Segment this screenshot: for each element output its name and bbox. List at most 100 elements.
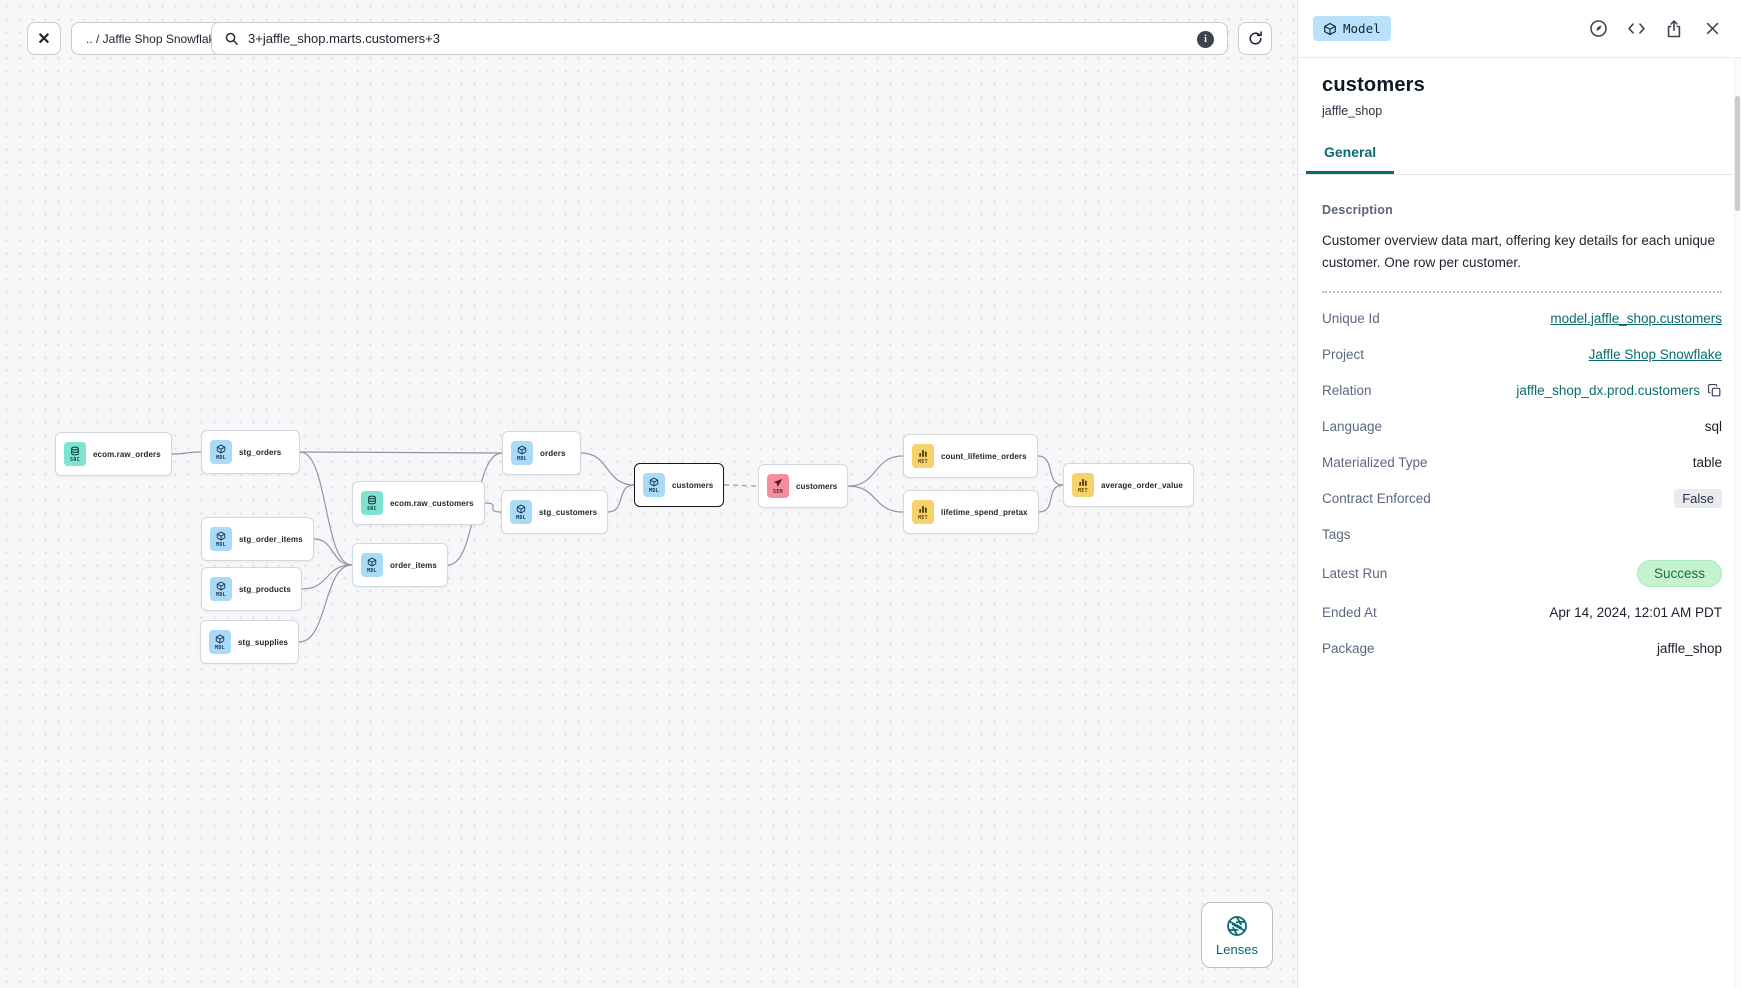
graph-node-mdl-stg_order_items[interactable]: MDL stg_order_items <box>201 517 314 561</box>
panel-scrollbar <box>1734 58 1741 988</box>
search-input[interactable] <box>248 31 1187 46</box>
description-label: Description <box>1322 203 1393 217</box>
copy-icon[interactable] <box>1707 383 1722 398</box>
graph-edge <box>1038 484 1064 513</box>
view-code-button[interactable] <box>1625 18 1647 40</box>
page-title: customers <box>1322 74 1425 96</box>
package-subtitle: jaffle_shop <box>1322 104 1383 118</box>
graph-edge <box>847 455 904 487</box>
graph-edge <box>580 452 635 486</box>
scrollbar-thumb[interactable] <box>1735 96 1740 211</box>
resource-type-label: Model <box>1343 21 1381 36</box>
node-label: order_items <box>390 560 437 570</box>
refresh-button[interactable] <box>1238 22 1272 55</box>
field-label: Contract Enforced <box>1322 490 1431 506</box>
field-row-tags: Tags <box>1322 524 1722 545</box>
graph-edge <box>301 564 353 590</box>
field-label: Unique Id <box>1322 310 1380 326</box>
lenses-aperture-icon <box>1227 915 1247 936</box>
close-lineage-button[interactable]: ✕ <box>27 22 61 55</box>
field-row-contract-enforced: Contract Enforced False <box>1322 488 1722 509</box>
tab-general[interactable]: General <box>1306 144 1395 174</box>
graph-edge <box>607 484 635 513</box>
node-label: customers <box>796 481 838 491</box>
field-value-link[interactable]: model.jaffle_shop.customers <box>1550 310 1722 326</box>
graph-edge <box>298 564 353 643</box>
share-button[interactable] <box>1663 18 1685 40</box>
search-icon <box>225 32 238 45</box>
relation-value: jaffle_shop_dx.prod.customers <box>1516 382 1700 398</box>
src-type-icon: SRC <box>64 442 86 466</box>
graph-node-met-lifetime_spend_pretax[interactable]: MET lifetime_spend_pretax <box>903 490 1039 534</box>
info-icon[interactable]: i <box>1197 31 1214 48</box>
mdl-type-icon: MDL <box>511 441 533 465</box>
mdl-type-icon: MDL <box>361 553 383 577</box>
graph-edge <box>299 451 353 566</box>
compass-icon <box>1589 20 1607 37</box>
node-label: stg_supplies <box>238 637 289 647</box>
field-value-relation: jaffle_shop_dx.prod.customers <box>1516 383 1722 398</box>
graph-node-mdl-order_items[interactable]: MDL order_items <box>352 543 448 587</box>
field-value: Apr 14, 2024, 12:01 AM PDT <box>1549 604 1722 620</box>
mdl-type-icon: MDL <box>210 440 232 464</box>
mdl-type-icon: MDL <box>210 577 232 601</box>
node-label: count_lifetime_orders <box>941 451 1027 461</box>
mdl-type-icon: MDL <box>210 527 232 551</box>
graph-edge <box>484 502 502 513</box>
field-label: Project <box>1322 346 1365 362</box>
graph-edge <box>1037 455 1064 486</box>
description-text: Customer overview data mart, offering ke… <box>1322 233 1715 270</box>
selector-search: i <box>211 22 1228 55</box>
node-label: customers <box>672 480 714 490</box>
field-row-materialized-type: Materialized Type table <box>1322 452 1722 473</box>
field-label: Materialized Type <box>1322 454 1428 470</box>
field-value-link[interactable]: Jaffle Shop Snowflake <box>1588 346 1722 362</box>
graph-edge <box>847 485 904 513</box>
close-panel-button[interactable] <box>1701 18 1723 40</box>
contract-badge: False <box>1674 488 1722 508</box>
divider <box>1322 290 1722 293</box>
field-row-project: Project Jaffle Shop Snowflake <box>1322 344 1722 365</box>
field-value: table <box>1692 454 1722 470</box>
graph-node-src-ecom.raw_orders[interactable]: SRC ecom.raw_orders <box>55 432 172 476</box>
node-label: ecom.raw_customers <box>390 498 474 508</box>
graph-edge <box>171 451 202 455</box>
node-label: orders <box>540 448 566 458</box>
graph-node-mdl-stg_orders[interactable]: MDL stg_orders <box>201 430 300 474</box>
node-label: stg_order_items <box>239 534 303 544</box>
met-type-icon: MET <box>912 500 934 524</box>
explore-compass-button[interactable] <box>1587 18 1609 40</box>
field-value: sql <box>1704 418 1722 434</box>
refresh-icon <box>1248 31 1262 45</box>
graph-node-mdl-stg_supplies[interactable]: MDL stg_supplies <box>200 620 300 664</box>
breadcrumb[interactable]: .. / Jaffle Shop Snowflake <box>71 22 237 55</box>
node-label: ecom.raw_orders <box>93 449 161 459</box>
graph-node-mdl-orders[interactable]: MDL orders <box>502 431 581 475</box>
node-label: stg_customers <box>539 507 598 517</box>
field-value: jaffle_shop <box>1656 640 1722 656</box>
mdl-type-icon: MDL <box>209 630 231 654</box>
node-label: lifetime_spend_pretax <box>941 507 1028 517</box>
lineage-edges <box>171 451 1064 643</box>
node-label: stg_orders <box>239 447 282 457</box>
mdl-type-icon: MDL <box>643 473 665 497</box>
graph-edge <box>299 451 503 454</box>
field-row-unique-id: Unique Id model.jaffle_shop.customers <box>1322 308 1722 329</box>
graph-node-mdl-customers[interactable]: MDL customers <box>634 463 725 507</box>
model-cube-icon <box>1324 22 1336 35</box>
lenses-button[interactable]: Lenses <box>1201 902 1273 968</box>
graph-edge <box>313 538 353 566</box>
